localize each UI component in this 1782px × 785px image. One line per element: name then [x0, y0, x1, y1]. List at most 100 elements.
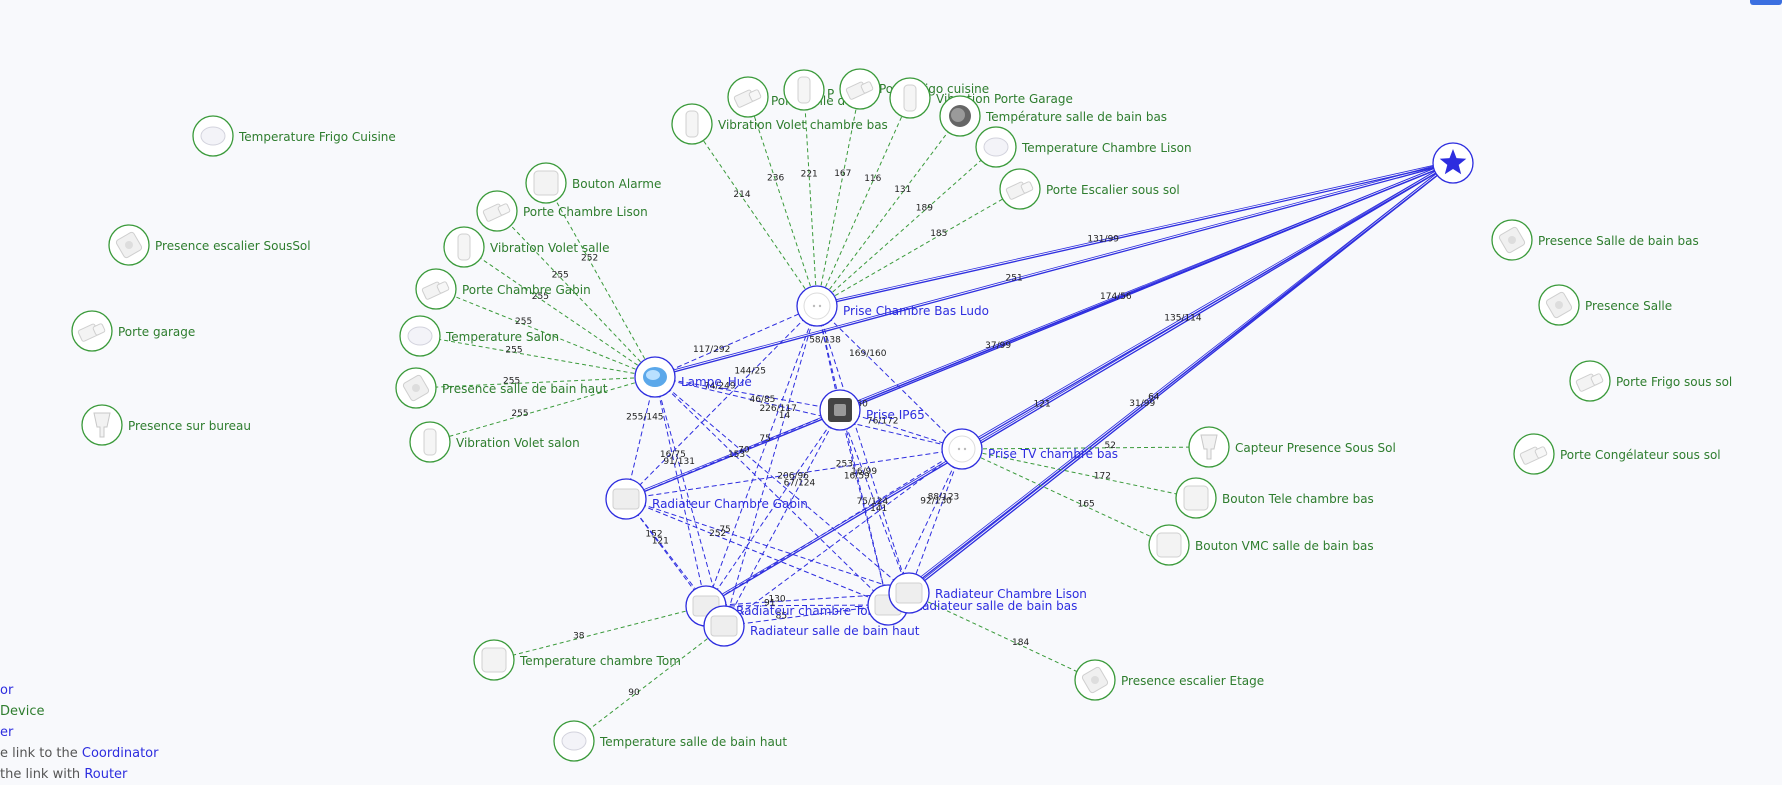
door-sensor-icon	[482, 203, 511, 222]
end-device-node[interactable]: Temperature chambre Tom	[473, 639, 681, 681]
end-device-node[interactable]: P	[783, 69, 834, 111]
coordinator-link-inner	[816, 160, 1453, 305]
device-link	[961, 448, 1170, 546]
router-link	[625, 498, 910, 594]
device-link	[419, 335, 656, 378]
vibration-sensor-icon	[423, 428, 437, 456]
router-node[interactable]: Radiateur Chambre Gabin	[605, 478, 808, 520]
node-label: Prise IP65	[866, 408, 925, 422]
lqi-label: 58/138	[809, 335, 841, 345]
end-device-node[interactable]: Presence salle de bain haut	[395, 367, 608, 409]
router-link	[908, 448, 963, 594]
router-link	[625, 305, 818, 500]
lqi-label: 255	[515, 317, 532, 327]
end-device-node[interactable]: Presence escalier SousSol	[108, 224, 311, 266]
legend-row-end-device: Device	[0, 704, 45, 719]
lqi-label: 189	[916, 204, 933, 214]
lqi-label: 117/292	[693, 345, 730, 355]
bulb-icon	[643, 367, 667, 387]
router-node[interactable]: Prise IP65	[819, 389, 925, 431]
motion-sensor-icon	[1498, 226, 1526, 254]
end-device-node[interactable]: Capteur Presence Sous Sol	[1188, 426, 1396, 468]
router-node[interactable]: Radiateur salle de bain haut	[703, 605, 920, 647]
end-device-node[interactable]: Presence sur bureau	[81, 404, 251, 446]
router-link	[839, 409, 910, 594]
node-label: Temperature Frigo Cuisine	[238, 130, 396, 144]
lqi-label: 90	[628, 688, 640, 698]
lqi-label: 226/117	[759, 404, 796, 414]
router-node[interactable]: Radiateur Chambre Lison	[888, 572, 1087, 614]
sensor-dark-icon	[949, 105, 971, 127]
lqi-label: 121	[652, 536, 669, 546]
door-sensor-icon	[845, 81, 874, 100]
lqi-label: 214	[733, 190, 750, 200]
corner-button[interactable]	[1750, 0, 1782, 5]
end-device-node[interactable]: Bouton Alarme	[525, 162, 661, 204]
lqi-label: 131	[894, 185, 911, 195]
lqi-label: 85	[776, 612, 787, 622]
end-device-node[interactable]: Presence escalier Etage	[1074, 659, 1264, 701]
device-link	[691, 123, 818, 307]
node-label: Temperature Salon	[445, 330, 559, 344]
end-device-node[interactable]: Porte Frigo sous sol	[1569, 360, 1732, 402]
end-device-node[interactable]: Temperature Salon	[399, 315, 559, 357]
end-device-node[interactable]: Presence Salle	[1538, 284, 1672, 326]
end-device-node[interactable]: Température salle de bain bas	[939, 95, 1167, 137]
lqi-label: 252	[581, 254, 598, 264]
end-device-node[interactable]: Vibration Volet salle	[443, 226, 610, 268]
door-sensor-icon	[733, 89, 762, 108]
router-node[interactable]: Prise Chambre Bas Ludo	[796, 285, 989, 327]
lqi-label: 75	[759, 434, 770, 444]
lqi-label: 153	[728, 450, 745, 460]
button-icon	[481, 647, 507, 673]
vibration-sensor-icon	[685, 110, 699, 138]
end-device-node[interactable]: Temperature Frigo Cuisine	[192, 115, 396, 157]
lqi-label: 135/114	[1164, 313, 1202, 323]
motion-sensor-icon	[115, 231, 143, 259]
node-label: Bouton Tele chambre bas	[1222, 492, 1374, 506]
router-node[interactable]: Radiateur chambre Tom	[685, 585, 879, 627]
lqi-label: 130	[768, 594, 785, 604]
end-device-node[interactable]: Porte Escalier sous sol	[999, 168, 1180, 210]
end-device-node[interactable]: Temperature salle de bain haut	[553, 720, 787, 762]
end-device-node[interactable]: Vibration Porte Garage	[889, 77, 1073, 119]
device-link	[747, 96, 818, 307]
router-link	[723, 448, 963, 627]
router-link	[705, 305, 818, 607]
router-link	[625, 498, 725, 627]
router-node[interactable]: Lampe_Hue	[634, 356, 752, 398]
end-device-node[interactable]: Vibration Volet chambre bas	[671, 103, 888, 145]
router-node[interactable]: Prise TV chambre bas	[941, 428, 1118, 470]
coordinator-node[interactable]	[1432, 142, 1474, 184]
presence-sensor-icon	[93, 412, 111, 438]
lqi-label: 37/99	[985, 341, 1011, 351]
end-device-node[interactable]: Porte garage	[71, 310, 195, 352]
node-label: Presence Salle	[1585, 299, 1672, 313]
router-link	[654, 305, 818, 378]
lqi-label: 116	[864, 174, 881, 184]
temperature-sensor-icon	[983, 137, 1009, 157]
lqi-label: 76/172	[867, 417, 899, 427]
end-device-node[interactable]: Porte Chambre Lison	[476, 190, 648, 232]
node-label: Presence escalier Etage	[1121, 674, 1264, 688]
end-device-node[interactable]: Porte Chambre Gabin	[415, 268, 591, 310]
router-link	[816, 305, 963, 450]
node-label: Capteur Presence Sous Sol	[1235, 441, 1396, 455]
node-label: Temperature Chambre Lison	[1021, 141, 1192, 155]
temperature-sensor-icon	[407, 326, 433, 346]
device-link	[816, 97, 911, 307]
lqi-label: 255	[511, 409, 528, 419]
end-device-node[interactable]: Temperature Chambre Lison	[975, 126, 1192, 168]
lqi-label: 252	[709, 529, 726, 539]
device-link	[435, 288, 656, 378]
lqi-label: 64	[1148, 393, 1160, 403]
end-device-node[interactable]: Bouton Tele chambre bas	[1175, 477, 1374, 519]
end-device-node[interactable]: Vibration Volet salon	[409, 421, 580, 463]
end-device-node[interactable]: Bouton VMC salle de bain bas	[1148, 524, 1374, 566]
end-device-node[interactable]: Presence Salle de bain bas	[1491, 219, 1699, 261]
lqi-label: 253	[836, 460, 853, 470]
router-link	[654, 376, 841, 411]
end-device-node[interactable]: Porte Congélateur sous sol	[1513, 433, 1721, 475]
